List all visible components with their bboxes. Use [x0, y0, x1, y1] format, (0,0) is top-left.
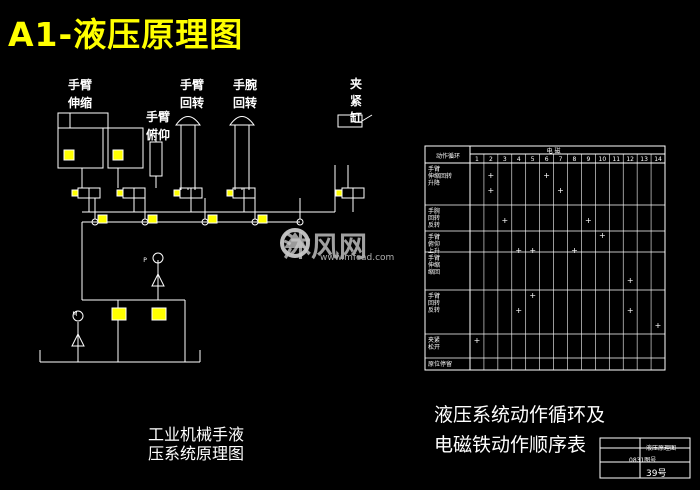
table-column-number: 12 — [626, 156, 634, 163]
arm-extend-motor-box — [57, 127, 104, 169]
motor-mark: M — [72, 311, 77, 318]
table-row-label: 手臂 — [428, 254, 440, 262]
check-valve-box — [147, 214, 158, 224]
watermark-url: www.mfcad.com — [320, 253, 395, 263]
table-mark: + — [557, 186, 564, 195]
table-column-number: 3 — [503, 156, 507, 163]
label-clamp: 夹 紧 缸 — [350, 77, 363, 125]
table-column-number: 2 — [489, 156, 493, 163]
table-mark: + — [571, 246, 578, 255]
table-column-number: 10 — [599, 156, 607, 163]
table-row-label: 反转 — [428, 221, 440, 229]
table-row-label: 手臂 — [428, 165, 440, 173]
table-row-label: 手腕 — [428, 207, 440, 215]
table-corner-header: 动作循环 — [436, 152, 460, 160]
title-block-name: 液压原理图 — [646, 445, 677, 452]
check-icon — [151, 272, 165, 287]
table-column-number: 11 — [612, 156, 620, 163]
table-row-label: 松开 — [428, 343, 440, 351]
title-block-code: 0831图号 — [629, 457, 657, 464]
table-row-label: 伸缩回转 — [428, 172, 452, 180]
label-arm-rotate: 手臂 回转 — [180, 78, 205, 110]
table-mark: + — [488, 171, 495, 180]
pump-icon — [72, 310, 84, 322]
table-row-label: 伸缩 — [428, 261, 440, 269]
table-mark: + — [627, 306, 634, 315]
table-column-number: 9 — [586, 156, 590, 163]
check-valve-box — [97, 214, 108, 224]
table-mark: + — [655, 321, 662, 330]
solenoid-coil — [173, 189, 181, 197]
label-arm-pitch: 手臂 俯仰 — [146, 110, 171, 142]
valve-symbol — [63, 149, 75, 161]
table-column-number: 14 — [654, 156, 662, 163]
table-column-number: 1 — [475, 156, 479, 163]
solenoid-coil — [226, 189, 234, 197]
caption-right-line2: 电磁铁动作顺序表 — [434, 434, 587, 456]
table-group-header: 电 磁 — [547, 147, 561, 155]
wrist-rotate-actuator — [229, 116, 255, 126]
table-mark: + — [543, 171, 550, 180]
caption-left-line2: 压系统原理图 — [148, 444, 245, 463]
watermark-logo-icon — [280, 228, 310, 258]
drawing-title: A1-液压原理图 — [8, 15, 244, 54]
title-block — [599, 437, 691, 479]
table-mark: + — [529, 246, 536, 255]
table-row-label: 原位停留 — [428, 360, 452, 368]
table-mark: + — [529, 291, 536, 300]
table-mark: + — [501, 216, 508, 225]
check-valve-box — [207, 214, 218, 224]
table-column-number: 4 — [517, 156, 521, 163]
label-arm-extend: 手臂 伸缩 — [68, 78, 93, 110]
solenoid-coil — [116, 189, 124, 197]
table-row-label: 上升 — [428, 247, 440, 255]
relief-valve — [111, 307, 127, 321]
check-valve-box — [257, 214, 268, 224]
pressure-gauge-icon — [152, 252, 164, 264]
pressure-valve — [151, 307, 167, 321]
valve-symbol — [112, 149, 124, 161]
gauge-mark: P — [143, 257, 147, 264]
clamp-rod — [361, 114, 373, 122]
table-column-number: 8 — [573, 156, 577, 163]
table-column-number: 13 — [640, 156, 648, 163]
table-row-label: 俯仰 — [428, 240, 440, 248]
table-row-label: 手臂 — [428, 233, 440, 241]
title-block-sheet: 39号 — [646, 469, 667, 479]
table-mark: + — [599, 231, 606, 240]
table-row-label: 缩回 — [428, 268, 440, 276]
table-mark: + — [474, 336, 481, 345]
table-row-label: 回转 — [428, 214, 440, 222]
table-row-label: 升降 — [428, 179, 440, 187]
solenoid-coil — [71, 189, 79, 197]
caption-left-line1: 工业机械手液 — [148, 425, 245, 444]
table-row-label: 夹紧 — [428, 336, 440, 344]
table-mark: + — [515, 246, 522, 255]
arm-rotate-actuator — [175, 116, 201, 126]
arm-pitch-cylinder — [149, 141, 163, 177]
table-mark: + — [585, 216, 592, 225]
table-mark: + — [488, 186, 495, 195]
caption-right-line1: 液压系统动作循环及 — [434, 404, 606, 426]
watermark-brand: 沐风网 — [283, 230, 368, 263]
arm-extend-cylinder — [57, 112, 109, 129]
table-column-number: 5 — [531, 156, 535, 163]
table-column-number: 6 — [545, 156, 549, 163]
solenoid-coil — [335, 189, 343, 197]
arm-pitch-box — [107, 127, 144, 169]
label-wrist-rotate: 手腕 回转 — [233, 78, 258, 110]
table-column-number: 7 — [559, 156, 563, 163]
table-row-label: 反转 — [428, 306, 440, 314]
table-row-label: 手臂 — [428, 292, 440, 300]
table-row-label: 回转 — [428, 299, 440, 307]
table-mark: + — [515, 306, 522, 315]
table-mark: + — [627, 276, 634, 285]
